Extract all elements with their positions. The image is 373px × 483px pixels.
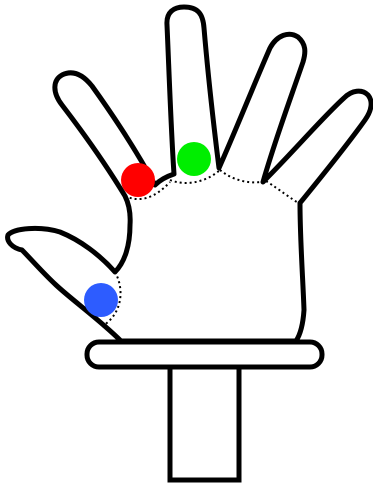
thumb-seam	[100, 271, 122, 328]
forearm-post	[167, 359, 242, 483]
red-marker	[121, 163, 155, 197]
blue-marker	[84, 283, 118, 317]
green-marker	[177, 142, 211, 176]
index-finger-seam	[124, 181, 171, 201]
middle-finger-seam	[169, 169, 221, 184]
wrist-cuff	[84, 339, 325, 370]
